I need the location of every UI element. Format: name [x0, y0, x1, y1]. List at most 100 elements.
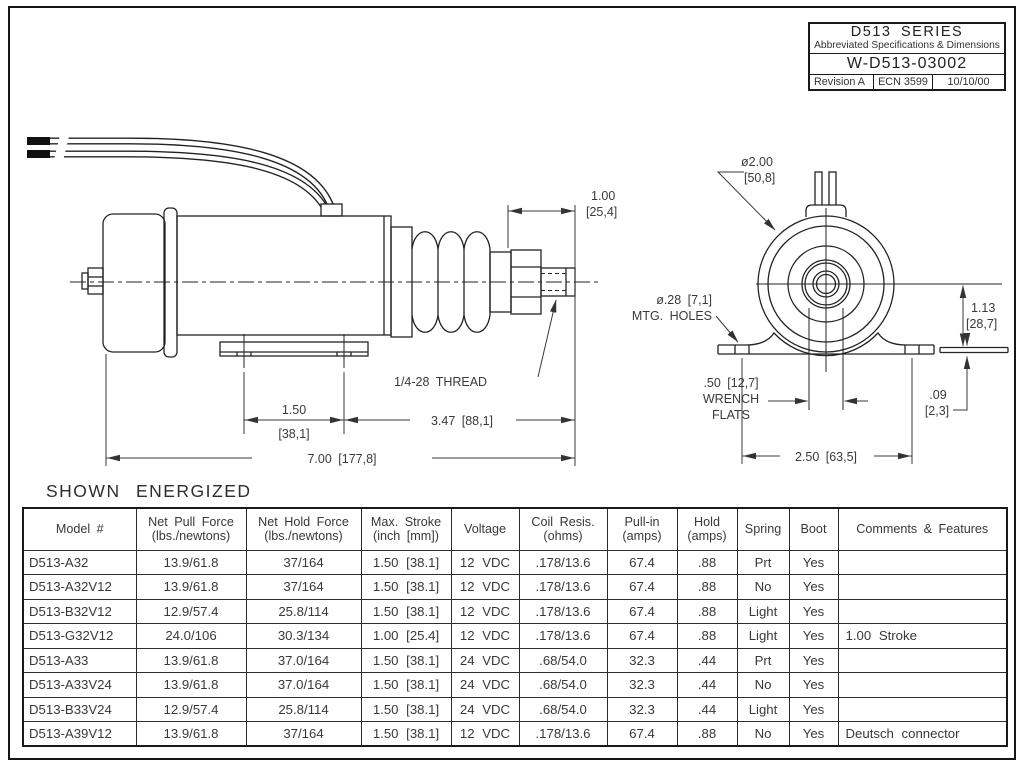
- table-cell: 30.3/134: [245, 623, 362, 649]
- side-view: [27, 128, 600, 368]
- table-cell: Yes: [788, 721, 839, 747]
- column-header: Model #: [22, 507, 137, 551]
- table-cell: 1.00 Stroke: [837, 623, 1008, 649]
- column-header: Net Hold Force(lbs./newtons): [245, 507, 362, 551]
- dim-bracket-hole-spacing: 2.50 [63,5]: [795, 450, 857, 464]
- column-header-line: (inch [mm]): [373, 529, 439, 544]
- column-header-line: Voltage: [463, 522, 507, 537]
- table-cell: .178/13.6: [518, 598, 608, 624]
- table-cell: 12.9/57.4: [135, 598, 247, 624]
- column-header-line: Coil Resis.: [531, 515, 595, 530]
- column-header: Spring: [736, 507, 790, 551]
- table-cell: 1.50 [38.1]: [360, 647, 452, 673]
- table-cell: 25.8/114: [245, 598, 362, 624]
- table-cell: .88: [676, 623, 738, 649]
- table-cell: 37.0/164: [245, 672, 362, 698]
- column-header: Boot: [788, 507, 839, 551]
- column-header: Comments & Features: [837, 507, 1008, 551]
- table-cell: 37/164: [245, 574, 362, 600]
- table-cell: .178/13.6: [518, 574, 608, 600]
- table-cell: 13.9/61.8: [135, 574, 247, 600]
- ecn-label: ECN 3599: [874, 75, 933, 91]
- table-cell: D513-A32: [22, 549, 137, 575]
- table-cell: 24 VDC: [450, 647, 520, 673]
- side-view-dimensions: [105, 205, 576, 466]
- table-cell: 1.50 [38.1]: [360, 696, 452, 722]
- table-cell: 24 VDC: [450, 672, 520, 698]
- mtg-holes-size: ø.28 [7,1]: [656, 293, 712, 307]
- table-cell: .178/13.6: [518, 549, 608, 575]
- wrench-flats-word1: WRENCH: [703, 392, 759, 406]
- table-cell: 13.9/61.8: [135, 549, 247, 575]
- table-cell: 1.00 [25.4]: [360, 623, 452, 649]
- shown-energized-caption: SHOWN ENERGIZED: [46, 481, 252, 501]
- table-cell: 37/164: [245, 549, 362, 575]
- table-cell: 32.3: [606, 696, 678, 722]
- column-header-line: Pull-in: [624, 515, 660, 530]
- column-header-line: (lbs./newtons): [151, 529, 231, 544]
- table-cell: 1.50 [38.1]: [360, 598, 452, 624]
- dim-body-to-tip: 3.47 [88,1]: [431, 414, 493, 428]
- table-cell: 13.9/61.8: [135, 721, 247, 747]
- dim-thickness-inch: .09: [929, 388, 946, 402]
- table-cell: 24 VDC: [450, 696, 520, 722]
- table-cell: 67.4: [606, 721, 678, 747]
- front-view: [717, 171, 1009, 410]
- table-cell: 67.4: [606, 598, 678, 624]
- series-title: D513 SERIES: [850, 24, 964, 40]
- table-cell: D513-G32V12: [22, 623, 137, 649]
- table-cell: D513-A33V24: [22, 672, 137, 698]
- document-number: W-D513-03002: [810, 54, 1004, 75]
- column-header-line: Spring: [744, 522, 782, 537]
- table-cell: 1.50 [38.1]: [360, 574, 452, 600]
- table-cell: .88: [676, 574, 738, 600]
- table-cell: .44: [676, 696, 738, 722]
- column-header-line: Max. Stroke: [370, 515, 442, 530]
- dim-body-diameter-mm: [50,8]: [744, 171, 775, 185]
- spec-table: Model #Net Pull Force(lbs./newtons)Net H…: [22, 507, 1008, 747]
- dim-hole-spacing-inch: 1.50: [282, 403, 306, 417]
- dim-shaft-extension-inch: 1.00: [591, 189, 615, 203]
- table-cell: [837, 598, 1008, 624]
- table-cell: .68/54.0: [518, 647, 608, 673]
- table-cell: Yes: [788, 574, 839, 600]
- wrench-flats-size: .50 [12,7]: [703, 376, 758, 390]
- table-cell: 32.3: [606, 672, 678, 698]
- table-cell: 12 VDC: [450, 623, 520, 649]
- dim-body-diameter-inch: ø2.00: [741, 155, 773, 169]
- table-cell: Yes: [788, 672, 839, 698]
- front-lead-wires-icon: [814, 171, 837, 207]
- dim-overall-length: 7.00 [177,8]: [307, 452, 376, 466]
- spec-header-row: Model #Net Pull Force(lbs./newtons)Net H…: [22, 507, 1008, 551]
- wrench-flats-word2: FLATS: [712, 408, 750, 422]
- table-cell: Light: [736, 623, 790, 649]
- table-cell: Prt: [736, 549, 790, 575]
- table-cell: .88: [676, 549, 738, 575]
- column-header: Max. Stroke(inch [mm]): [360, 507, 452, 551]
- table-cell: Yes: [788, 696, 839, 722]
- column-header-line: Model #: [55, 522, 104, 537]
- column-header: Voltage: [450, 507, 520, 551]
- table-cell: .88: [676, 598, 738, 624]
- table-cell: 12.9/57.4: [135, 696, 247, 722]
- title-block: D513 SERIES Abbreviated Specifications &…: [808, 22, 1006, 91]
- column-header-line: Hold: [694, 515, 720, 530]
- table-cell: Light: [736, 696, 790, 722]
- table-cell: .68/54.0: [518, 672, 608, 698]
- column-header: Hold(amps): [676, 507, 738, 551]
- table-cell: [837, 574, 1008, 600]
- table-cell: Light: [736, 598, 790, 624]
- column-header-line: Net Hold Force: [258, 515, 349, 530]
- thread-label: 1/4-28 THREAD: [394, 375, 487, 389]
- table-cell: 12 VDC: [450, 721, 520, 747]
- table-cell: .44: [676, 672, 738, 698]
- column-header-line: Comments & Features: [856, 522, 989, 537]
